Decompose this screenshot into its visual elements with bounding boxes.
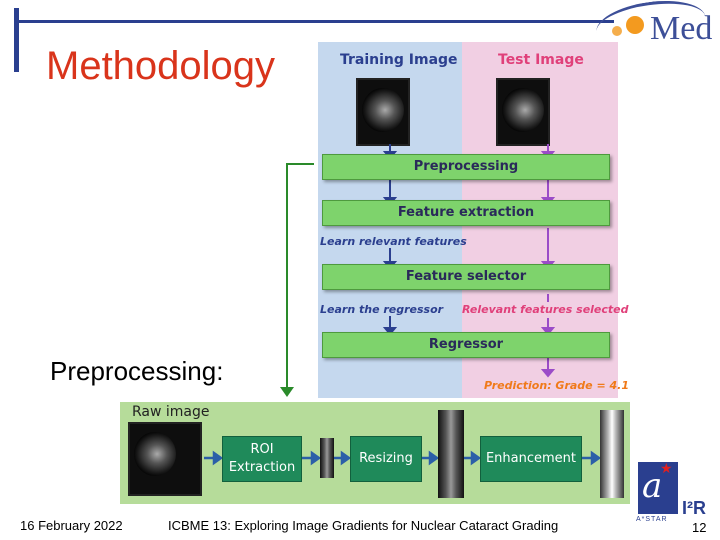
test-image: [496, 78, 550, 146]
stage-preprocessing: Preprocessing: [322, 154, 610, 180]
step-enhancement: Enhancement: [480, 436, 582, 482]
header-rule: [14, 20, 614, 23]
roi-thumb: [320, 438, 334, 478]
astar-logo: [638, 462, 678, 514]
preprocessing-bracket: [286, 163, 314, 395]
page-number: 12: [692, 520, 707, 535]
med-logo: Med: [650, 10, 713, 47]
raw-image-label: Raw image: [132, 404, 210, 420]
stage-regressor: Regressor: [322, 332, 610, 358]
header-accent-bar: [14, 8, 19, 72]
enhanced-thumb: [600, 410, 624, 498]
note-learn-regressor: Learn the regressor: [320, 303, 444, 316]
med-logo-dot: [626, 16, 644, 34]
note-prediction: Prediction: Grade = 4.1: [484, 379, 629, 392]
step-resizing: Resizing: [350, 436, 422, 482]
footer-date: 16 February 2022: [20, 518, 123, 533]
astar-star-icon: ★: [660, 460, 673, 476]
resized-thumb: [438, 410, 464, 498]
med-logo-dot-small: [612, 26, 622, 36]
preprocessing-label: Preprocessing:: [50, 356, 224, 386]
training-image: [356, 78, 410, 146]
footer-title: ICBME 13: Exploring Image Gradients for …: [168, 518, 559, 533]
pipeline-arrows: [204, 450, 602, 466]
raw-image-thumb: [128, 422, 202, 496]
training-header: Training Image: [340, 52, 458, 68]
i2r-logo: I²R: [682, 498, 706, 518]
astar-logo-text: A*STAR: [636, 516, 668, 523]
test-header: Test Image: [498, 52, 584, 68]
preprocessing-arrow: [280, 387, 294, 397]
astar-logo-mark: a: [642, 466, 663, 506]
stage-feature-selector: Feature selector: [322, 264, 610, 290]
method-flowchart: Training Image Test Image Preprocessing …: [318, 42, 629, 398]
note-learn-features: Learn relevant features: [320, 235, 467, 248]
slide-title: Methodology: [46, 44, 276, 88]
note-features-selected: Relevant features selected: [462, 303, 629, 316]
stage-feature-extraction: Feature extraction: [322, 200, 610, 226]
